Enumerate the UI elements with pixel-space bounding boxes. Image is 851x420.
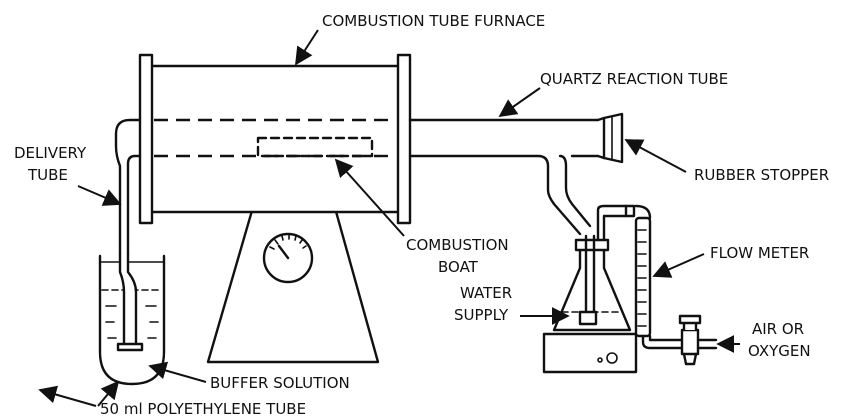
rubber-stopper bbox=[602, 112, 624, 164]
label-combustion-boat-line1: COMBUSTION bbox=[406, 236, 509, 254]
combustion-tube-furnace bbox=[138, 53, 412, 225]
label-water-supply-line2: SUPPLY bbox=[454, 306, 509, 324]
label-buffer-solution: BUFFER SOLUTION bbox=[210, 374, 350, 392]
valve-icon bbox=[678, 314, 718, 366]
furnace-stand bbox=[206, 188, 380, 364]
label-combustion-boat-line2: BOAT bbox=[438, 258, 479, 276]
label-rubber-stopper: RUBBER STOPPER bbox=[694, 166, 829, 184]
label-polyethylene-tube: 50 ml POLYETHYLENE TUBE bbox=[100, 400, 306, 418]
label-air-oxygen-line2: OXYGEN bbox=[748, 342, 811, 360]
label-delivery-tube-line1: DELIVERY bbox=[14, 144, 87, 162]
label-flow-meter: FLOW METER bbox=[710, 244, 809, 262]
label-water-supply-line1: WATER bbox=[460, 284, 512, 302]
label-furnace: COMBUSTION TUBE FURNACE bbox=[322, 12, 545, 30]
polyethylene-tube bbox=[98, 252, 166, 386]
erlenmeyer-flask bbox=[542, 204, 638, 374]
label-air-oxygen-line1: AIR OR bbox=[752, 320, 804, 338]
label-quartz-tube: QUARTZ REACTION TUBE bbox=[540, 70, 728, 88]
flow-meter bbox=[624, 204, 688, 350]
leader-lines bbox=[38, 29, 740, 407]
combustion-boat bbox=[256, 136, 374, 158]
dial-gauge-icon bbox=[262, 232, 314, 284]
label-delivery-tube-line2: TUBE bbox=[27, 166, 68, 184]
